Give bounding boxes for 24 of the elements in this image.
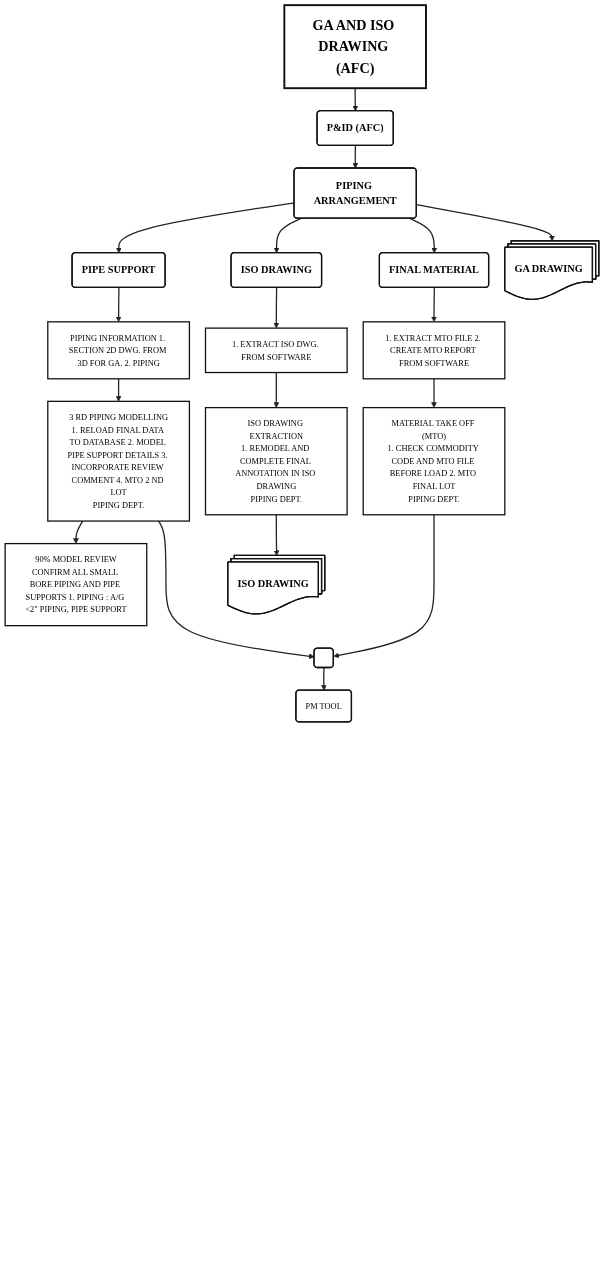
arrow: [73, 520, 84, 544]
node-box: 3 RD PIPING MODELLING 1. RELOAD FINAL DATA TO DATABASE 2. MODEL PIPE SUPPORT DETAILS 3. INCORPORATE REVIEW COMMENT 4. MTO 2 ND LOT PIPING DEPT.: [47, 400, 191, 522]
arrow: [273, 287, 280, 329]
arrow: [333, 514, 435, 659]
node-box: ISO DRAWING EXTRACTION 1. REMODEL AND COMPLETE FINAL ANNOTATION IN ISO DRAWING PIPING DEPT.: [204, 406, 348, 516]
arrow: [157, 520, 315, 659]
arrow: [115, 378, 122, 402]
arrow: [273, 217, 302, 254]
arrow: [431, 287, 437, 323]
arrow: [352, 145, 359, 169]
arrow: [409, 217, 438, 254]
arrow: [352, 87, 359, 112]
arrow: [273, 514, 280, 556]
node-box: GA AND ISO DRAWING (AFC): [283, 4, 427, 90]
arrow: [273, 371, 280, 408]
node-box: 90% MODEL REVIEW CONFIRM ALL SMALL BORE PIPING AND PIPE SUPPORTS 1. PIPING : A/G <2" PIPING, PIPE SUPPORT: [4, 542, 148, 627]
node-box: MATERIAL TAKE OFF (MTO) 1. CHECK COMMODITY CODE AND MTO FILE BEFORE LOAD 2. MTO FINAL LOT PIPING DEPT.: [362, 406, 506, 516]
arrow: [115, 287, 122, 323]
arrow: [431, 378, 437, 408]
arrow: [116, 202, 295, 254]
node-box: PIPING INFORMATION 1. SECTION 2D DWG. FROM 3D FOR GA. 2. PIPING: [47, 321, 191, 380]
node-box: 1. EXTRACT ISO DWG. FROM SOFTWARE: [204, 327, 348, 374]
node-box: 1. EXTRACT MTO FILE 2. CREATE MTO REPORT FROM SOFTWARE: [362, 321, 506, 380]
arrow: [321, 667, 327, 691]
